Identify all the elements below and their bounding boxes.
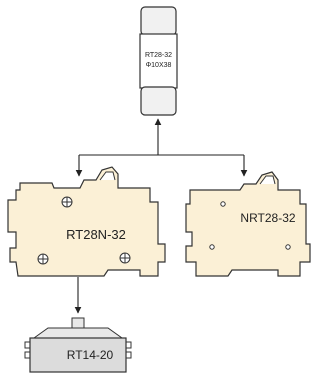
fuse-top-cap (140, 6, 177, 36)
mounting-hole (209, 244, 215, 250)
mounting-hole (285, 244, 291, 250)
holder-nrt28-body (185, 171, 311, 277)
fuse-cartridge: RT28-32 Φ10X38 (139, 6, 178, 116)
holder-rt28n: RT28N-32 (7, 166, 166, 277)
fuse-label-line1: RT28-32 (145, 52, 172, 59)
screw-icon (61, 196, 73, 208)
base-rt14-top (32, 327, 124, 339)
mounting-hole (220, 201, 226, 207)
connector-arrows (75, 118, 248, 177)
screw-icon (37, 253, 49, 265)
holder-nrt28-label: NRT28-32 (240, 211, 295, 225)
fuse-label-line2: Φ10X38 (146, 62, 172, 69)
base-rt14-right-terminal (126, 341, 132, 359)
holder-rt28n-body (7, 166, 166, 277)
fuse-body (139, 33, 178, 89)
base-rt14-label: RT14-20 (67, 348, 114, 362)
holder-nrt28-latch (259, 175, 276, 185)
base-rt14: RT14-20 (24, 317, 132, 373)
holder-rt28n-label: RT28N-32 (66, 227, 126, 242)
base-rt14-body (29, 337, 127, 373)
fuse-bottom-cap (140, 86, 177, 116)
base-rt14-left-terminal (24, 341, 30, 359)
base-rt14-stem (71, 317, 85, 329)
holder-rt28n-latch (99, 171, 116, 181)
holder-nrt28: NRT28-32 (185, 171, 311, 277)
screw-icon (119, 252, 131, 264)
